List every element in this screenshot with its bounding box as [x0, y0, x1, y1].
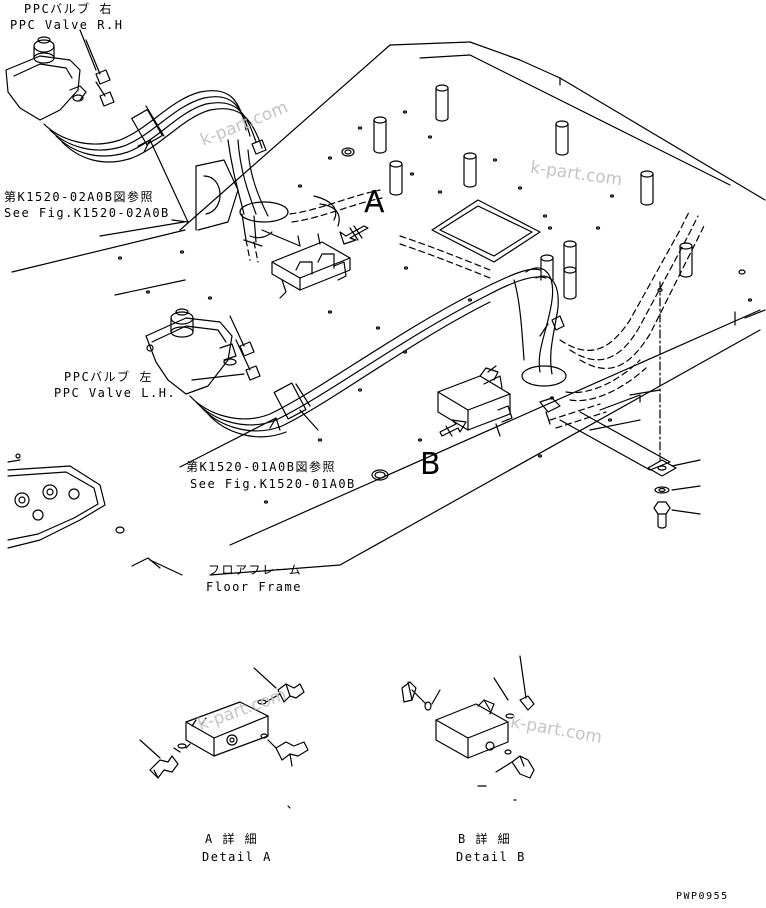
floor-bosses [373, 84, 693, 300]
ppc-valve-rh-label-jp: PPCバルブ 右 [24, 2, 113, 16]
cabin-plate [7, 453, 106, 549]
detail-b-label-jp: B 詳 細 [458, 832, 512, 846]
fig-ref-02-label-jp: 第K1520-02A0B図参照 [4, 190, 154, 204]
floor-frame-outline [11, 41, 766, 576]
detail-a-valve-on-floor [249, 195, 351, 299]
detail-a-label-jp: A 詳 細 [205, 832, 259, 846]
ppc-valve-lh-drawing [145, 267, 567, 438]
floor-opening [431, 199, 541, 263]
clip-near-b [539, 397, 561, 425]
detail-b-drawing [401, 655, 535, 801]
leader-lines [99, 139, 319, 468]
ppc-valve-lh-label-jp: PPCバルブ 左 [64, 370, 153, 384]
hidden-routing-lines [245, 189, 705, 429]
fig-ref-01-label-en: See Fig.K1520-01A0B [190, 477, 356, 491]
ppc-valve-rh-drawing [5, 29, 289, 247]
frame-notch [131, 557, 161, 569]
drawing-code: PWP0955 [676, 891, 729, 902]
bracket [195, 159, 239, 231]
view-b-marker: B [420, 447, 441, 482]
detail-a-label-en: Detail A [202, 850, 272, 864]
view-a-arrow [339, 225, 369, 245]
bolt-washer-stack [647, 281, 701, 529]
ppc-valve-rh-label-en: PPC Valve R.H [10, 18, 124, 32]
view-b-arrow [439, 419, 467, 437]
detail-b-valve-on-floor [437, 365, 513, 437]
detail-b-label-en: Detail B [456, 850, 526, 864]
detail-a-drawing [139, 667, 309, 809]
floor-holes [115, 110, 753, 534]
floor-frame-label-en: Floor Frame [206, 580, 302, 594]
floor-frame-label-jp: フロアフレーム [208, 563, 303, 577]
fig-ref-01-label-jp: 第K1520-01A0B図参照 [186, 460, 336, 474]
fig-ref-02-label-en: See Fig.K1520-02A0B [4, 206, 170, 220]
ppc-valve-lh-label-en: PPC Valve L.H. [54, 386, 177, 400]
view-a-marker: A [364, 185, 385, 220]
